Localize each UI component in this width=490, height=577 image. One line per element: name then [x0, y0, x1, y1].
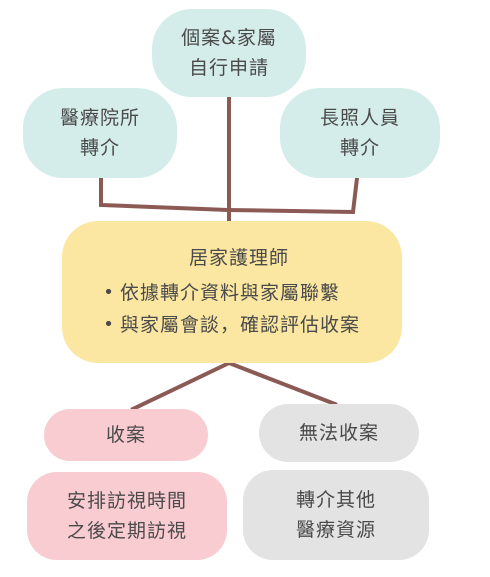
- bullet-icon: •: [103, 282, 115, 303]
- node-reject-detail: 轉介其他 醫療資源: [243, 470, 429, 560]
- node-self-apply: 個案&家屬 自行申請: [152, 9, 306, 97]
- node-ltc-referral-line2: 轉介: [339, 137, 380, 159]
- node-accept-detail-line1: 安排訪視時間: [66, 490, 187, 512]
- node-hospital-referral: 醫療院所 轉介: [23, 88, 177, 178]
- node-reject-detail-line2: 醫療資源: [295, 519, 376, 541]
- connector-nurse-to-reject: [226, 360, 338, 407]
- node-home-nurse-bullet-1: • 依據轉介資料與家屬聯繫: [98, 277, 340, 309]
- node-home-nurse-bullet-2: • 與家屬會談，確認評估收案: [98, 309, 360, 341]
- connector-right-branch: [226, 175, 360, 215]
- node-home-nurse: 居家護理師 • 依據轉介資料與家屬聯繫 • 與家屬會談，確認評估收案: [62, 221, 402, 363]
- node-home-nurse-title: 居家護理師: [188, 247, 289, 269]
- node-reject: 無法收案: [259, 404, 419, 462]
- node-hospital-referral-line1: 醫療院所: [59, 107, 140, 129]
- node-reject-label: 無法收案: [298, 422, 379, 444]
- bullet-icon: •: [103, 314, 115, 335]
- node-reject-detail-line1: 轉介其他: [295, 489, 376, 511]
- node-ltc-referral: 長照人員 轉介: [280, 88, 440, 178]
- node-self-apply-line2: 自行申請: [188, 57, 269, 79]
- node-ltc-referral-line1: 長照人員: [319, 107, 400, 129]
- node-accept: 收案: [44, 409, 208, 461]
- node-accept-label: 收案: [105, 424, 146, 446]
- connector-left-branch: [99, 176, 232, 213]
- node-accept-detail: 安排訪視時間 之後定期訪視: [27, 472, 227, 560]
- node-home-nurse-bullet-1-text: 依據轉介資料與家屬聯繫: [120, 282, 341, 304]
- node-hospital-referral-line2: 轉介: [79, 137, 120, 159]
- connector-nurse-to-accept: [130, 360, 232, 412]
- node-accept-detail-line2: 之後定期訪視: [66, 520, 187, 542]
- node-self-apply-line1: 個案&家屬: [181, 27, 277, 49]
- node-home-nurse-bullet-2-text: 與家屬會談，確認評估收案: [120, 314, 361, 336]
